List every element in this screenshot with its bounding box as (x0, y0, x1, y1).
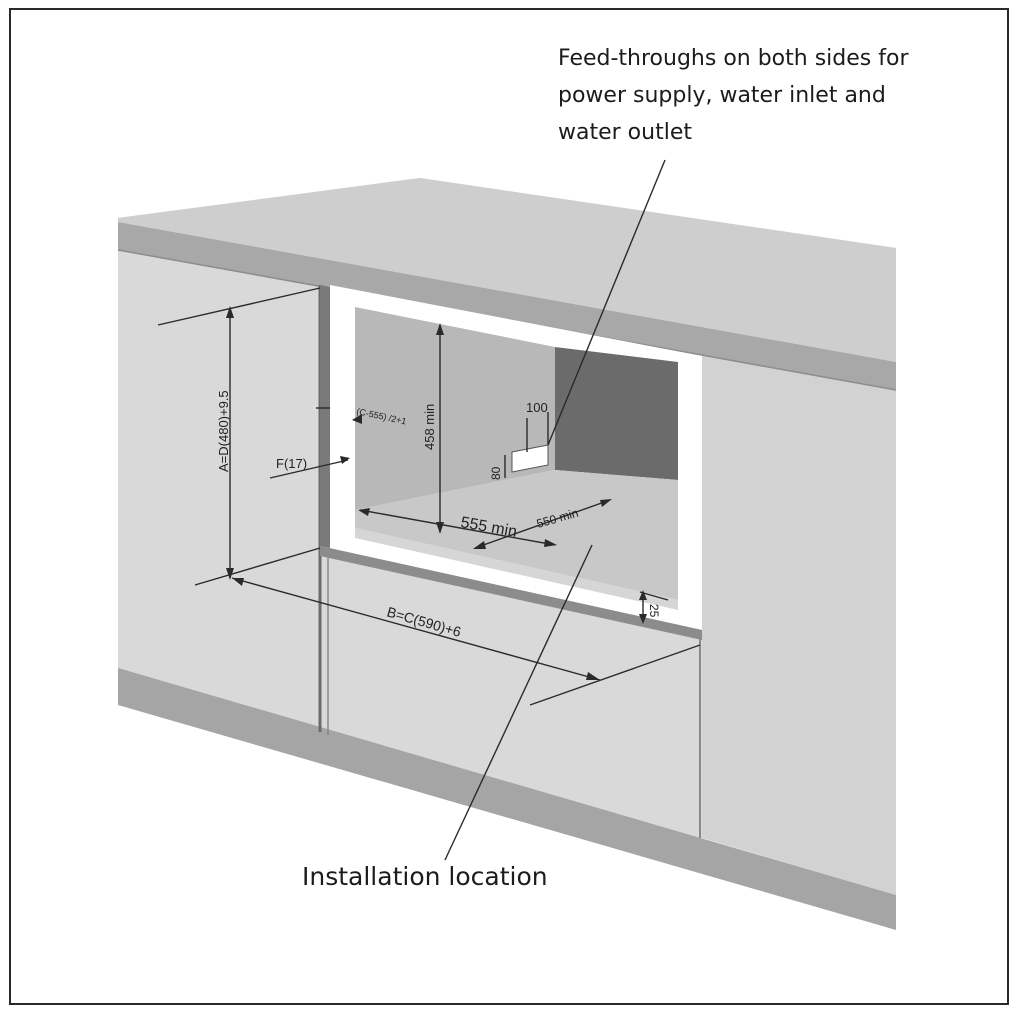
arrow-a-bottom (226, 568, 234, 580)
feed-throughs-line-1: Feed-throughs on both sides for (558, 46, 909, 71)
feed-throughs-line-2: power supply, water inlet and (558, 83, 886, 108)
leader-installation (444, 544, 593, 861)
dim-458-label: 458 min (422, 404, 437, 450)
leader-feed-throughs (547, 159, 666, 446)
arrow-25-bottom (639, 614, 647, 624)
installation-location-callout: Installation location (302, 862, 548, 891)
arrow-side-gap (352, 414, 362, 424)
plinth (118, 668, 896, 930)
arrow-458-bottom (436, 522, 444, 534)
dim-f-line (269, 459, 349, 479)
feed-through-opening (511, 444, 549, 473)
dim-555-line (359, 509, 556, 546)
cabinet-side-right (702, 356, 896, 895)
niche-frame-shadow-left (320, 285, 330, 548)
dim-80-label: 80 (489, 466, 503, 480)
arrow-a-top (226, 306, 234, 318)
dim-100-label: 100 (526, 400, 548, 415)
arrow-555-left (358, 508, 370, 516)
niche-back-wall (555, 347, 678, 480)
niche-bottom-lip (355, 528, 678, 610)
dim-a-ext-top (157, 287, 321, 326)
dim-a-ext-bottom (194, 547, 321, 586)
dim-b-ext-right (529, 644, 701, 706)
dim-a-label: A=D(480)+9.5 (216, 390, 231, 472)
arrow-555-right (544, 539, 557, 547)
arrow-25-top (639, 590, 647, 600)
arrow-458-top (436, 323, 444, 335)
niche-frame-shadow-bottom (320, 546, 702, 640)
countertop-edge (118, 222, 896, 390)
feed-throughs-line-3: water outlet (558, 120, 692, 145)
dim-f-label: F(17) (276, 456, 307, 471)
arrow-b-right (586, 672, 600, 680)
arrow-b-left (232, 578, 244, 586)
dim-25-label: 25 (647, 604, 661, 618)
dim-25-ext (639, 591, 669, 601)
countertop-top-main (118, 178, 896, 362)
dim-b-line (231, 577, 601, 681)
niche-floor (355, 470, 678, 600)
arrow-550-front (473, 541, 486, 549)
dimension-lines (157, 159, 701, 861)
arrow-550-back (600, 499, 612, 507)
feed-throughs-callout: Feed-throughs on both sides for power su… (558, 40, 998, 151)
arrow-f (340, 456, 350, 464)
dim-550-line (474, 499, 611, 549)
arrowheads (226, 306, 647, 680)
